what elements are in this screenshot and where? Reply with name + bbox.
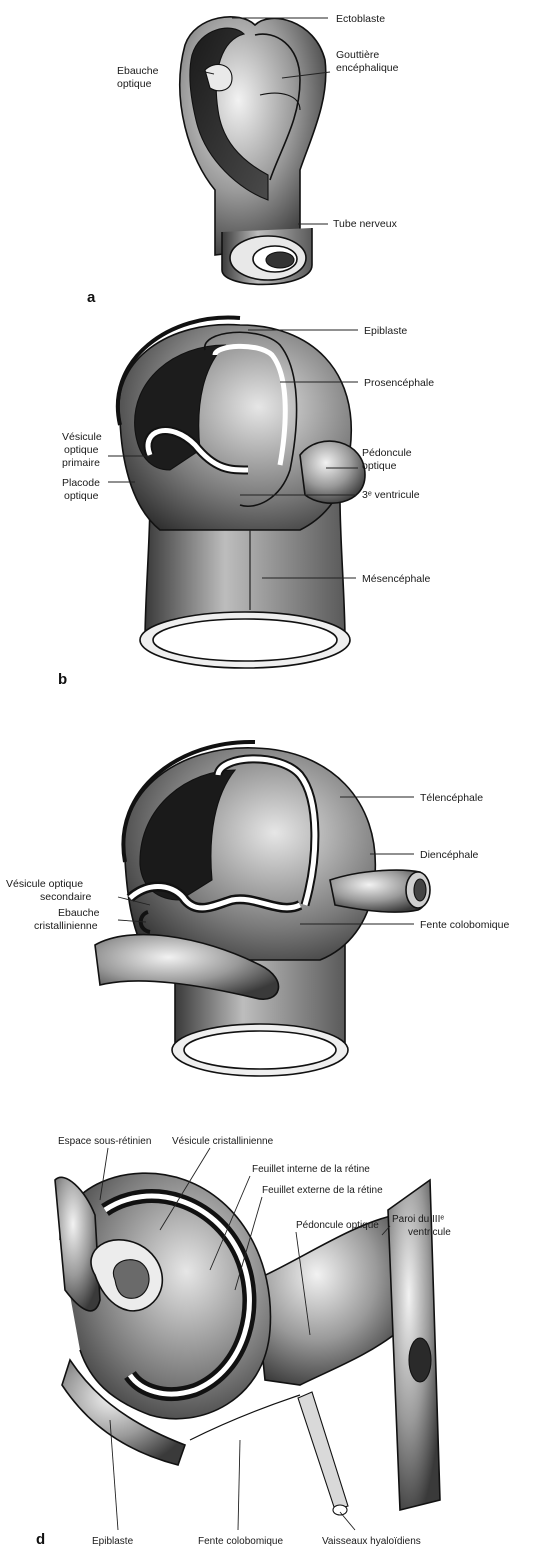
label-fente-colobomique-c: Fente colobomique — [420, 919, 509, 931]
label-pedoncule-b-line1: Pédoncule — [362, 447, 412, 459]
label-espace-sous-retinien: Espace sous-rétinien — [58, 1136, 151, 1147]
panel-letter-d: d — [36, 1531, 45, 1548]
panel-a-drawing — [180, 17, 326, 285]
label-diencephale: Diencéphale — [420, 849, 479, 861]
label-epiblaste-b: Epiblaste — [364, 325, 407, 337]
label-fente-colobomique-d: Fente colobomique — [198, 1536, 283, 1547]
label-ebauche-cristallinienne-line1: Ebauche — [58, 907, 100, 919]
label-3e-ventricule: 3ᵉ ventricule — [362, 489, 420, 501]
label-mesencephale: Mésencéphale — [362, 573, 430, 585]
label-vaisseaux-hyaloidiens: Vaisseaux hyaloïdiens — [322, 1536, 421, 1547]
label-vesicule-primaire-line2: optique — [64, 444, 99, 456]
panel-c-drawing — [95, 742, 430, 1076]
label-vesicule-primaire-line1: Vésicule — [62, 431, 102, 443]
label-vesicule-cristallinienne: Vésicule cristallinienne — [172, 1136, 274, 1147]
label-tube-nerveux: Tube nerveux — [333, 218, 398, 230]
label-placode-line2: optique — [64, 490, 99, 502]
label-paroi-line1: Paroi du IIIᵉ — [392, 1214, 444, 1225]
label-feuillet-externe: Feuillet externe de la rétine — [262, 1185, 383, 1196]
label-ebauche-cristallinienne-line2: cristallinienne — [34, 920, 98, 932]
label-vesicule-primaire-line3: primaire — [62, 457, 100, 469]
label-paroi-line2: ventricule — [408, 1227, 451, 1238]
panel-b-drawing — [118, 317, 365, 668]
label-telencephale: Télencéphale — [420, 792, 483, 804]
label-gouttiere-line1: Gouttière — [336, 49, 379, 61]
label-epiblaste-d: Epiblaste — [92, 1536, 134, 1547]
label-pedoncule-b-line2: optique — [362, 460, 397, 472]
label-vesicule-secondaire-line1: Vésicule optique — [6, 878, 83, 890]
label-placode-line1: Placode — [62, 477, 100, 489]
label-ectoblaste: Ectoblaste — [336, 13, 385, 25]
label-vesicule-secondaire-line2: secondaire — [40, 891, 92, 903]
label-gouttiere-line2: encéphalique — [336, 62, 399, 74]
label-ebauche-optique-a-line2: optique — [117, 78, 152, 90]
label-pedoncule-optique-d: Pédoncule optique — [296, 1220, 379, 1231]
label-ebauche-optique-a-line1: Ebauche — [117, 65, 159, 77]
label-prosencephale: Prosencéphale — [364, 377, 434, 389]
panel-letter-a: a — [87, 289, 96, 306]
panel-letter-b: b — [58, 671, 67, 688]
label-feuillet-interne: Feuillet interne de la rétine — [252, 1164, 370, 1175]
